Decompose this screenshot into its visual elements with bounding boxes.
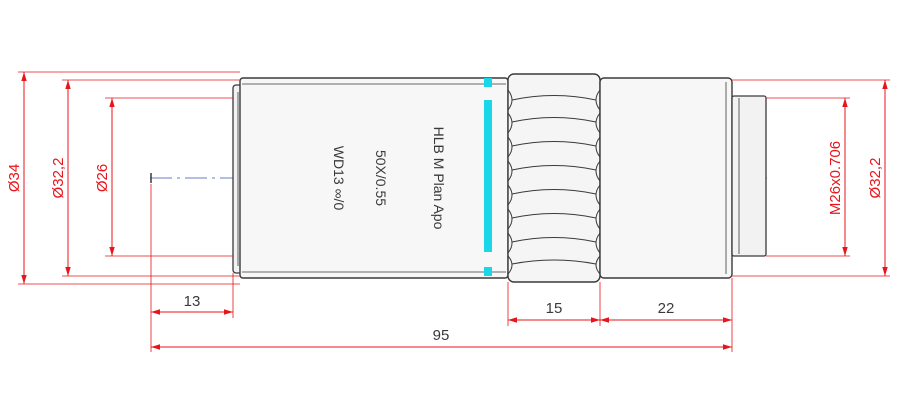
knurl-grooves: [511, 95, 597, 265]
knurl-side-notches: [507, 89, 601, 275]
knurled-ring: [507, 73, 601, 283]
label-thread: M26x0.706: [827, 141, 844, 215]
label-rear-length: 22: [658, 300, 675, 317]
rear-barrel: [599, 77, 733, 279]
label-barrel-diameter-left: Ø32,2: [50, 158, 67, 199]
magnification-band-top: [484, 78, 492, 87]
label-total-length: 95: [433, 327, 450, 344]
engraving-line-2: 50X/0.55: [373, 150, 389, 206]
extension-lines: [18, 71, 890, 352]
label-outer-diameter: Ø34: [6, 164, 23, 192]
label-working-distance: 13: [184, 293, 201, 310]
engraving-line-1: HLB M Plan Apo: [431, 127, 447, 230]
magnification-band-bottom: [484, 267, 492, 276]
label-barrel-diameter-right: Ø32,2: [867, 158, 884, 199]
magnification-band: [484, 100, 492, 252]
label-front-diameter: Ø26: [94, 164, 111, 192]
label-knurl-length: 15: [546, 300, 563, 317]
engraving-line-3: WD13 ∞/0: [331, 146, 347, 211]
thread-mount: [731, 95, 767, 257]
